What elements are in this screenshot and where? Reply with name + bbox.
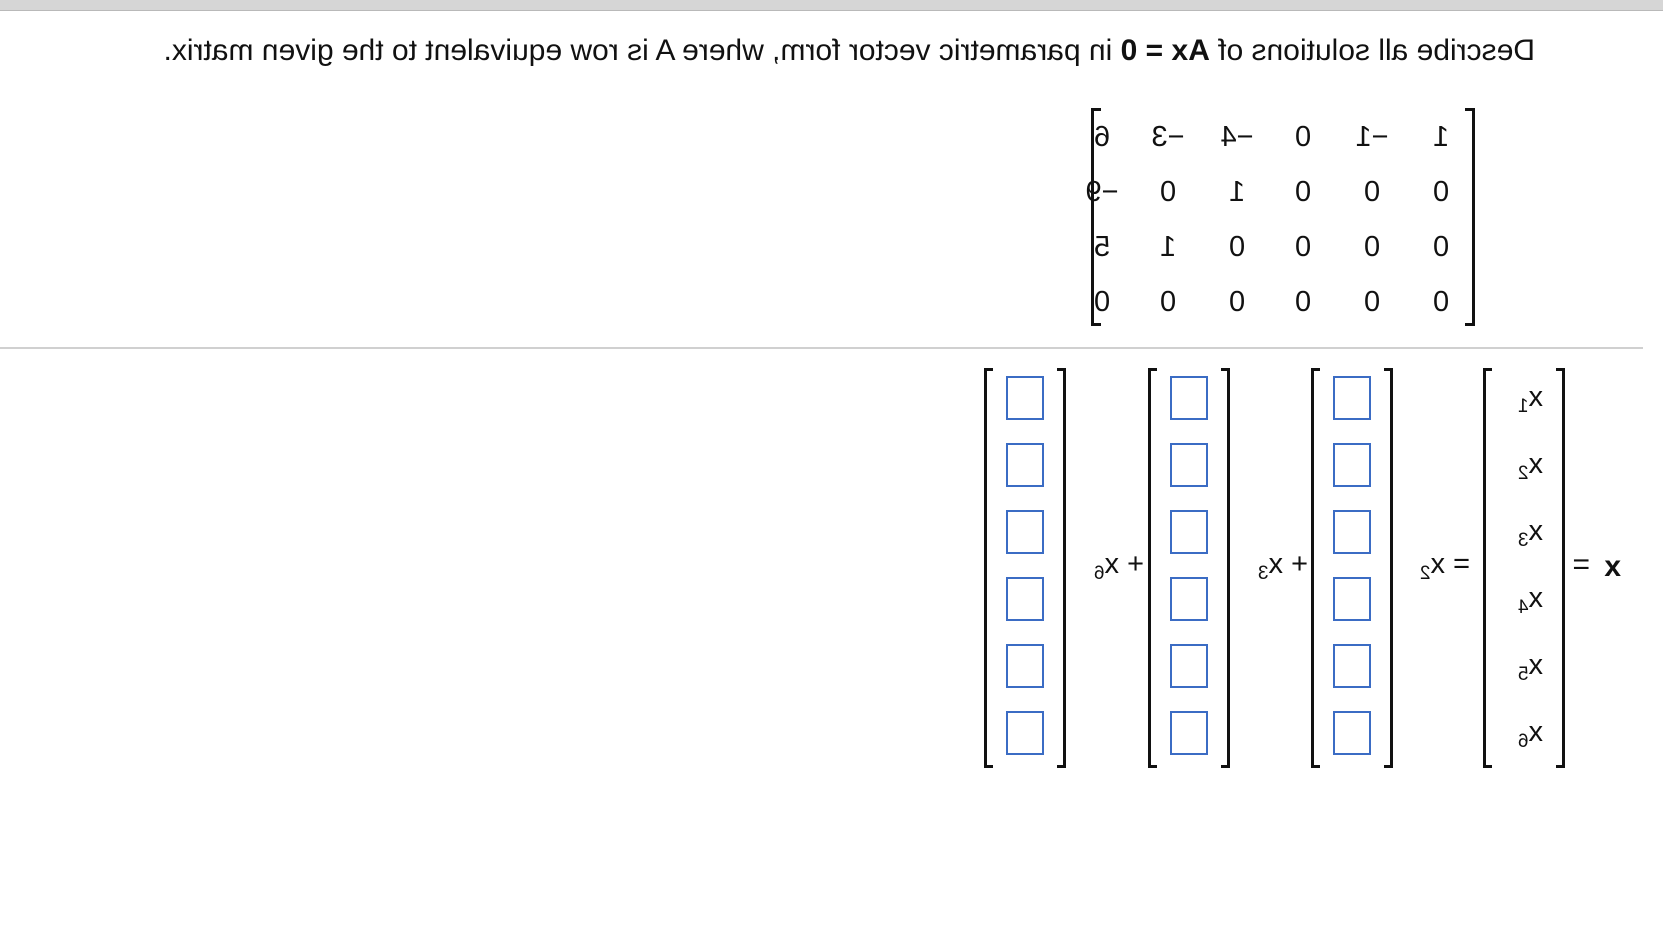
matrix-cell: −9	[1085, 176, 1119, 208]
answer-input-box[interactable]	[1333, 376, 1371, 420]
variable-base: x	[1528, 582, 1544, 614]
variable-entry: x6	[1518, 715, 1543, 759]
top-bar	[0, 0, 1663, 11]
variable-subscript: 2	[1517, 463, 1529, 484]
question-A: A	[1188, 34, 1210, 67]
variable-entry: x2	[1518, 447, 1543, 491]
answer-input-box[interactable]	[1170, 711, 1208, 755]
matrix-cell: 0	[1159, 176, 1177, 208]
term-prefix: + x	[1104, 548, 1145, 580]
answer-input-box[interactable]	[1006, 644, 1044, 688]
variable-base: x	[1528, 716, 1544, 748]
answer-input-box[interactable]	[1333, 443, 1371, 487]
answer-input-box[interactable]	[1170, 644, 1208, 688]
vector-left-bracket	[1221, 368, 1230, 768]
term-subscript: 2	[1419, 563, 1431, 584]
vector-left-bracket	[1384, 368, 1393, 768]
matrix-cell: 0	[1363, 286, 1381, 318]
matrix-cell: 1	[1228, 176, 1246, 208]
answer-input-box[interactable]	[1006, 443, 1044, 487]
matrix-cell: 0	[1159, 286, 1177, 318]
answer-input-box[interactable]	[1333, 644, 1371, 688]
matrix-cell: 5	[1093, 231, 1111, 263]
term-x6: + x6	[1094, 548, 1144, 585]
question-zero: 0	[1120, 34, 1138, 67]
variable-vector-right-bracket	[1483, 368, 1492, 768]
term-x3: + x3	[1258, 548, 1308, 585]
variable-subscript: 5	[1517, 664, 1529, 685]
variable-subscript: 1	[1517, 396, 1529, 417]
answer-input-box[interactable]	[1170, 577, 1208, 621]
matrix-cell: 0	[1363, 176, 1381, 208]
variable-entry: x4	[1518, 581, 1543, 625]
matrix-cell: 0	[1294, 176, 1312, 208]
variable-entry: x1	[1518, 380, 1543, 424]
term-subscript: 3	[1257, 563, 1269, 584]
variable-subscript: 3	[1517, 530, 1529, 551]
answer-input-box[interactable]	[1333, 577, 1371, 621]
vector-right-bracket	[984, 368, 993, 768]
vector-x6	[984, 368, 1066, 768]
answer-input-box[interactable]	[1170, 443, 1208, 487]
term-prefix: = x	[1430, 548, 1471, 580]
vector-right-bracket	[1148, 368, 1157, 768]
question-text: Describe all solutions of Ax = 0 in para…	[164, 31, 1535, 71]
matrix-cell: 0	[1228, 286, 1246, 318]
vector-x2	[1311, 368, 1393, 768]
answer-input-box[interactable]	[1006, 711, 1044, 755]
matrix-cell: 0	[1363, 231, 1381, 263]
matrix-cell: −4	[1220, 121, 1254, 153]
matrix-cell: 0	[1432, 286, 1450, 318]
matrix-cell: 0	[1294, 121, 1312, 153]
question-eq: =	[1137, 34, 1172, 67]
vector-right-bracket	[1311, 368, 1320, 768]
variable-base: x	[1528, 515, 1544, 547]
variable-base: x	[1528, 649, 1544, 681]
matrix-cell: −1	[1355, 121, 1389, 153]
variable-base: x	[1528, 381, 1544, 413]
question-x: x	[1171, 34, 1189, 67]
vector-left-bracket	[1057, 368, 1066, 768]
vector-x3	[1148, 368, 1230, 768]
matrix-cell: 6	[1093, 121, 1111, 153]
answer-input-box[interactable]	[1006, 577, 1044, 621]
variable-vector-left-bracket	[1556, 368, 1565, 768]
answer-input-box[interactable]	[1333, 711, 1371, 755]
term-prefix: + x	[1268, 548, 1309, 580]
term-x2: = x2	[1420, 548, 1470, 585]
matrix-cell: 0	[1432, 176, 1450, 208]
matrix-cell: 0	[1294, 286, 1312, 318]
variable-base: x	[1528, 448, 1544, 480]
question-prefix: Describe all solutions of	[1209, 34, 1535, 67]
matrix-cell: 1	[1159, 231, 1177, 263]
variable-subscript: 6	[1517, 731, 1529, 752]
question-suffix: in parametric vector form, where A is ro…	[163, 34, 1121, 67]
answer-input-box[interactable]	[1006, 510, 1044, 554]
matrix-cell: 1	[1432, 121, 1450, 153]
answer-input-box[interactable]	[1170, 510, 1208, 554]
matrix-cell: 0	[1294, 231, 1312, 263]
matrix-cell: 0	[1432, 231, 1450, 263]
solution-equals: =	[1572, 548, 1590, 581]
matrix-cell: 0	[1093, 286, 1111, 318]
answer-input-box[interactable]	[1006, 376, 1044, 420]
section-divider	[0, 347, 1643, 349]
variable-entry: x5	[1518, 648, 1543, 692]
variable-entry: x3	[1518, 514, 1543, 558]
term-subscript: 6	[1093, 563, 1105, 584]
variable-subscript: 4	[1517, 597, 1529, 618]
given-matrix: 1 −1 0 −4 −3 6 0 0 0 1 0 −9 0 0 0 0 1 5 0 0 0 0 0 0	[1085, 108, 1475, 326]
solution-x-label: x	[1604, 550, 1621, 583]
answer-input-box[interactable]	[1170, 376, 1208, 420]
matrix-cell: −3	[1151, 121, 1185, 153]
matrix-cell: 0	[1228, 231, 1246, 263]
answer-input-box[interactable]	[1333, 510, 1371, 554]
